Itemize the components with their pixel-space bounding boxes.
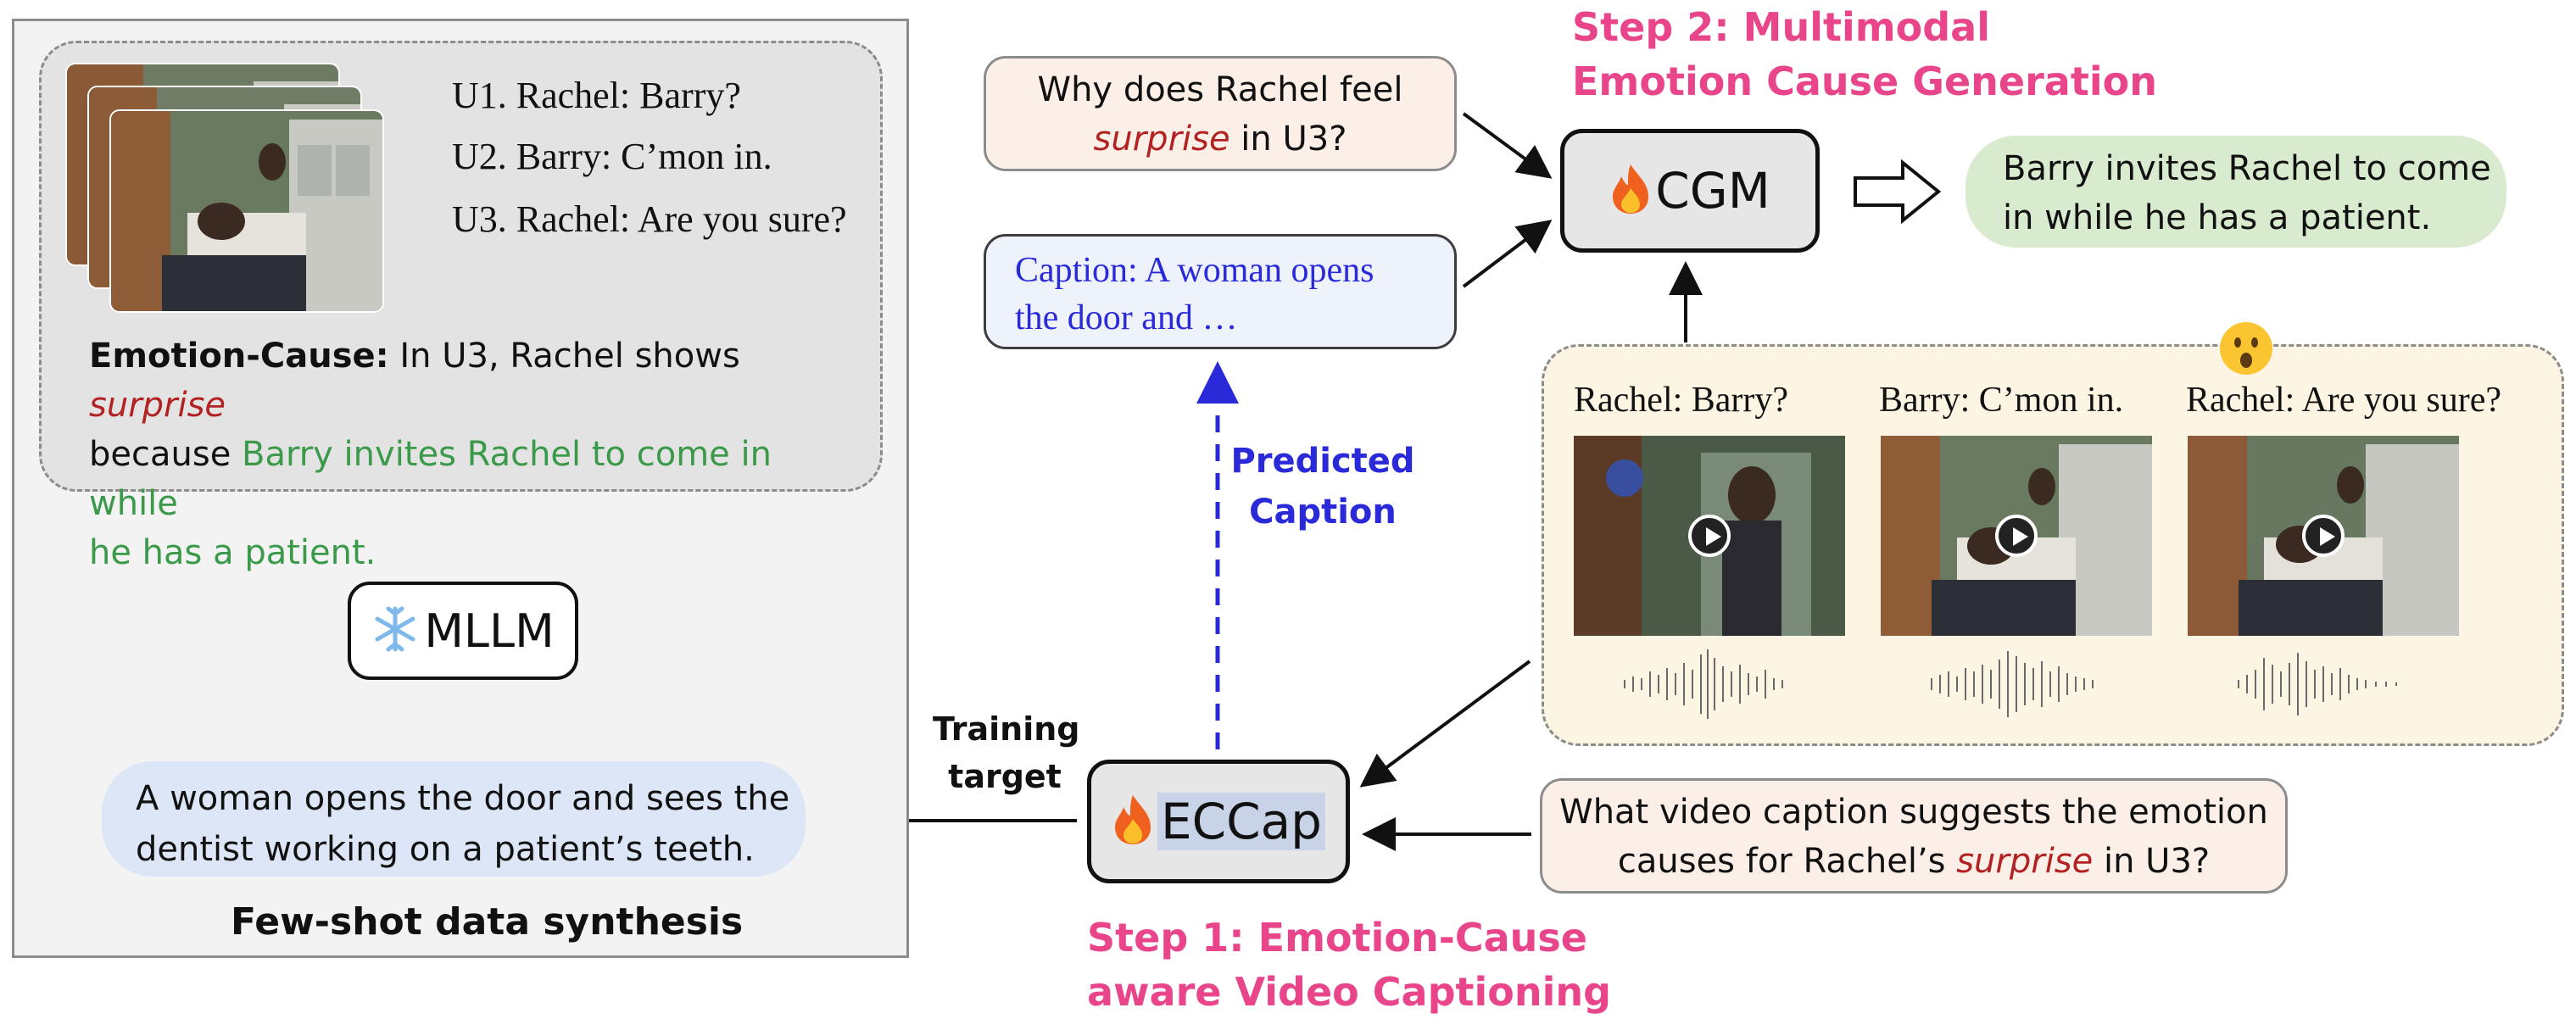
utterance-u3: U3. Rachel: Are you sure? <box>452 198 847 240</box>
clip-speaker-1: Rachel: Barry? <box>1574 381 1789 420</box>
clip-speaker-3: Rachel: Are you sure? <box>2186 381 2502 420</box>
mllm-model-box: MLLM <box>348 582 578 680</box>
surprised-face-icon <box>2218 320 2274 381</box>
hollow-arrow-right <box>1854 159 1942 225</box>
eccap-model-box: ECCap <box>1087 760 1350 883</box>
audio-waveform-icon <box>1624 649 1783 719</box>
answer-pill: Barry invites Rachel to come in while he… <box>1965 136 2506 248</box>
step1-title: Step 1: Emotion-Cause aware Video Captio… <box>1087 915 1612 1015</box>
clip-thumbnail-3[interactable] <box>2188 436 2459 636</box>
few-shot-title: Few-shot data synthesis <box>231 900 744 944</box>
predicted-caption-label: Predicted Caption <box>1230 442 1415 532</box>
play-icon[interactable] <box>1688 515 1731 557</box>
audio-waveform-icon <box>1931 651 2094 717</box>
clip-thumbnail-1[interactable] <box>1574 436 1845 636</box>
play-icon[interactable] <box>2302 515 2345 557</box>
emotion-word: surprise <box>1093 120 1230 159</box>
clip-thumbnail-2[interactable] <box>1881 436 2152 636</box>
caption-question-box: What video caption suggests the emotion … <box>1540 778 2288 894</box>
video-frame-front <box>111 111 382 311</box>
fire-icon <box>1609 163 1652 220</box>
cause-text-cont: he has a patient. <box>89 533 376 572</box>
eccap-label: ECCap <box>1157 793 1325 850</box>
question-box: Why does Rachel feel surprise in U3? <box>984 56 1457 171</box>
caption-box: Caption: A woman opens the door and … <box>984 234 1457 349</box>
emotion-cause-label: Emotion-Cause: <box>89 337 389 376</box>
emotion-word: surprise <box>89 386 226 425</box>
emotion-cause-annotation: Emotion-Cause: In U3, Rachel shows surpr… <box>89 331 869 577</box>
training-target-label: Training target <box>933 710 1080 795</box>
snowflake-icon <box>371 605 419 657</box>
emotion-word: surprise <box>1956 842 2094 881</box>
play-icon[interactable] <box>1995 515 2038 557</box>
utterance-u1: U1. Rachel: Barry? <box>452 75 741 116</box>
clip-speaker-2: Barry: C’mon in. <box>1879 381 2124 420</box>
utterance-u2: U2. Barry: C’mon in. <box>452 136 772 177</box>
fire-icon <box>1112 793 1154 850</box>
step2-title: Step 2: Multimodal Emotion Cause Generat… <box>1572 4 2157 104</box>
cgm-model-box: CGM <box>1560 129 1820 253</box>
synthesized-caption-pill: A woman opens the door and sees the dent… <box>102 761 806 877</box>
cgm-label: CGM <box>1655 162 1770 220</box>
audio-waveform-icon <box>2238 653 2397 716</box>
dialogue-example-box: U1. Rachel: Barry? U2. Barry: C’mon in. … <box>39 41 883 572</box>
cause-text: Barry invites Rachel to come in while <box>89 435 772 523</box>
mllm-label: MLLM <box>424 604 555 658</box>
